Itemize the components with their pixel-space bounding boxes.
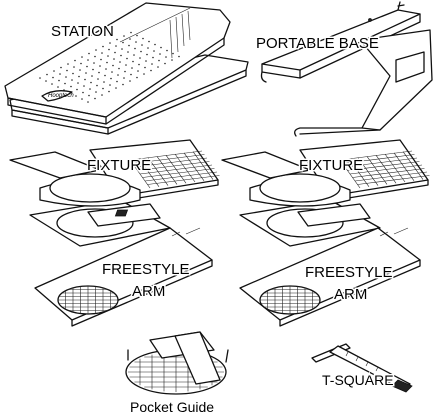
fixture-left-drawing bbox=[9, 139, 220, 247]
freestyle-arm-right-drawing bbox=[239, 227, 421, 327]
portable-base-drawing bbox=[260, 1, 433, 137]
label-freestyle-right-2: ARM bbox=[334, 286, 367, 303]
svg-text:Hooptech: Hooptech bbox=[48, 93, 74, 99]
freestyle-arm-left-drawing bbox=[34, 227, 213, 327]
label-freestyle-left-1: FREESTYLE bbox=[102, 261, 190, 278]
t-square-drawing bbox=[311, 343, 413, 393]
fixture-right-drawing bbox=[221, 139, 430, 247]
station-drawing: Hooptech bbox=[4, 2, 249, 135]
label-freestyle-right-1: FREESTYLE bbox=[305, 264, 393, 281]
label-station: STATION bbox=[51, 23, 114, 40]
label-pocket-guide: Pocket Guide bbox=[130, 399, 214, 415]
label-fixture-left: FIXTURE bbox=[87, 157, 151, 174]
label-freestyle-left-2: ARM bbox=[132, 283, 165, 300]
label-t-square: T-SQUARE bbox=[322, 372, 394, 388]
label-portable-base: PORTABLE BASE bbox=[256, 35, 379, 52]
label-fixture-right: FIXTURE bbox=[299, 157, 363, 174]
pocket-guide-drawing bbox=[125, 331, 229, 395]
